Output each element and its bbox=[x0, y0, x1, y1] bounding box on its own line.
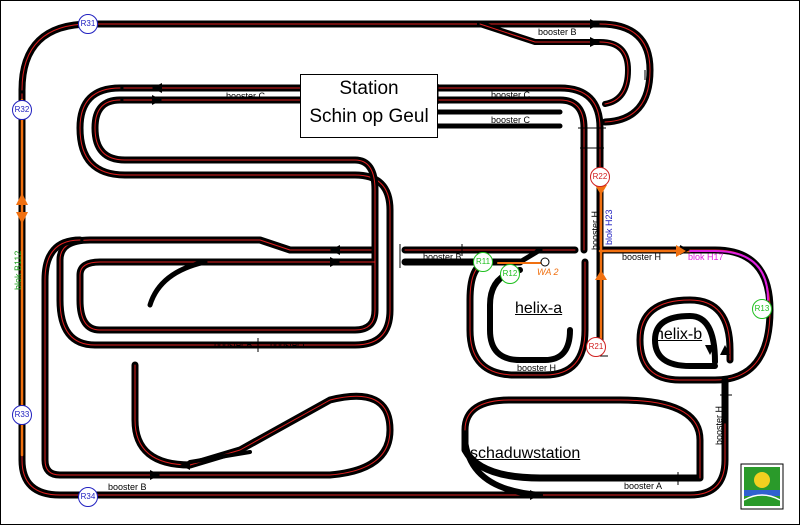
signal-r21[interactable]: R21 bbox=[586, 337, 606, 357]
switch-wa2-marker[interactable] bbox=[540, 257, 550, 267]
booster-c-left: booster C bbox=[226, 91, 266, 101]
booster-h-mid: booster H bbox=[622, 252, 662, 262]
lower-loop-track bbox=[41, 236, 394, 479]
booster-h-vertical-2: booster H bbox=[714, 405, 724, 445]
signal-r34[interactable]: R34 bbox=[78, 487, 98, 507]
signal-r13[interactable]: R13 bbox=[752, 299, 772, 319]
helix-a-label: helix-a bbox=[515, 300, 563, 317]
booster-c-right-2: booster C bbox=[491, 115, 531, 125]
booster-a-bottom: booster A bbox=[624, 481, 663, 491]
signal-r12[interactable]: R12 bbox=[500, 264, 520, 284]
station-subtitle: Schin op Geul bbox=[309, 106, 429, 127]
club-logo bbox=[740, 463, 784, 510]
helix-b-label: helix-b bbox=[655, 326, 703, 343]
signal-r33[interactable]: R33 bbox=[12, 405, 32, 425]
block-separators bbox=[257, 70, 732, 485]
station-title: Station bbox=[339, 78, 399, 99]
switch-wa2-label: WA 2 bbox=[537, 267, 559, 277]
signal-r31[interactable]: R31 bbox=[78, 14, 98, 34]
booster-b-bottom: booster B bbox=[108, 482, 147, 492]
block-h17-label: blok H17 bbox=[688, 252, 724, 262]
booster-b-top: booster B bbox=[538, 27, 577, 37]
active-segment-h17-b bbox=[689, 250, 769, 301]
booster-c-right-1: booster C bbox=[491, 90, 531, 100]
top-branch-track bbox=[477, 21, 631, 107]
shadow-station-track bbox=[461, 396, 704, 498]
booster-h-helix: booster H bbox=[517, 363, 557, 373]
signal-r22[interactable]: R22 bbox=[590, 167, 610, 187]
block-b112-label: blok B112 bbox=[13, 250, 23, 290]
shadow-station-label: schaduwstation bbox=[470, 445, 581, 462]
serpentine-track bbox=[56, 84, 394, 349]
booster-b-mid: booster B bbox=[423, 252, 462, 262]
station-box: Station Schin op Geul bbox=[300, 74, 438, 138]
booster-h-vertical-1: booster H bbox=[590, 210, 600, 250]
active-arrows bbox=[16, 185, 686, 280]
block-h23-label: blok H23 bbox=[604, 209, 614, 245]
booster-b-inner: booster B bbox=[214, 340, 253, 350]
outer-loop-track bbox=[18, 20, 729, 499]
booster-c-inner: booster C bbox=[270, 340, 310, 350]
signal-r11[interactable]: R11 bbox=[473, 252, 493, 272]
signal-r32[interactable]: R32 bbox=[12, 100, 32, 120]
direction-arrows bbox=[150, 19, 730, 500]
